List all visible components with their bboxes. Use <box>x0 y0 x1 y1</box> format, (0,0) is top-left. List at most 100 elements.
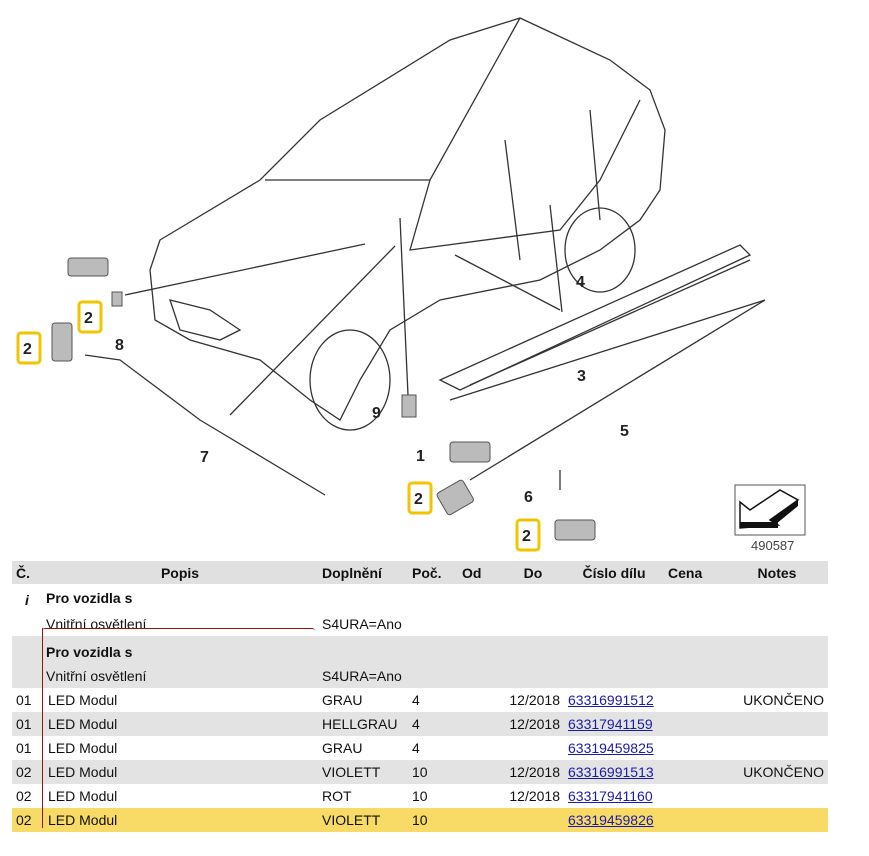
cell-qty: 4 <box>412 692 420 708</box>
info-icon: i <box>12 584 42 612</box>
cell-no: 02 <box>12 808 42 832</box>
cell-from <box>458 784 502 808</box>
part-number-link[interactable]: 63316991513 <box>568 764 654 780</box>
callout-6[interactable]: 6 <box>524 489 533 506</box>
col-notes[interactable]: Notes <box>726 561 828 584</box>
col-supplement[interactable]: Doplnění <box>318 561 408 584</box>
table-row[interactable]: 02 LED Modul ROT 10 12/2018 63317941160 <box>12 784 828 808</box>
cell-supp: VIOLETT <box>318 808 408 832</box>
image-number-icon <box>734 484 806 536</box>
cell-notes <box>726 736 828 760</box>
cell-part: 63316991513 <box>564 760 664 784</box>
col-to[interactable]: Do <box>502 561 564 584</box>
part-number-link[interactable]: 63319459826 <box>568 812 654 828</box>
group-title: Pro vozidla s <box>42 636 318 664</box>
col-from[interactable]: Od <box>458 561 502 584</box>
cell-from <box>458 760 502 784</box>
cell-qty: 10 <box>408 808 458 832</box>
group-bracket <box>42 628 315 631</box>
callout-9[interactable]: 9 <box>372 405 381 422</box>
col-no[interactable]: Č. <box>12 561 42 584</box>
cell-qty: 10 <box>412 788 428 804</box>
cell-no: 01 <box>16 692 32 708</box>
cell-desc: LED Modul <box>42 760 318 784</box>
cell-from <box>458 736 502 760</box>
table-row-partial[interactable] <box>12 832 828 856</box>
cell-no: 02 <box>16 788 32 804</box>
part-number-link[interactable]: 63317941160 <box>568 788 653 804</box>
group-bracket-line <box>42 628 43 828</box>
col-part-number[interactable]: Číslo dílu <box>564 561 664 584</box>
cell-part: 63317941159 <box>564 712 664 736</box>
cell-price <box>664 688 726 712</box>
parts-table: Č. Popis Doplnění Poč. Od Do Číslo dílu … <box>12 561 828 856</box>
callout-highlights <box>16 300 541 552</box>
cell-supp: VIOLETT <box>318 760 408 784</box>
cell-supp: GRAU <box>322 740 363 756</box>
cell-supp: HELLGRAU <box>318 712 408 736</box>
part-number-link[interactable]: 63317941159 <box>568 716 653 732</box>
cell-qty: 10 <box>408 760 458 784</box>
cell-qty: 4 <box>408 712 458 736</box>
cell-to: 12/2018 <box>502 712 564 736</box>
parts-diagram: 2 8 2 7 9 4 3 5 1 2 6 2 490587 <box>16 17 806 553</box>
callout-8[interactable]: 8 <box>115 337 124 354</box>
cell-no: 02 <box>12 760 42 784</box>
callout-7[interactable]: 7 <box>200 449 209 466</box>
col-quantity[interactable]: Poč. <box>408 561 458 584</box>
cell-from <box>458 808 502 832</box>
cell-to: 12/2018 <box>509 692 560 708</box>
callout-2[interactable]: 2 <box>23 341 32 358</box>
cell-notes: UKONČENO <box>743 692 824 708</box>
col-description[interactable]: Popis <box>42 561 318 584</box>
cell-to: 12/2018 <box>502 760 564 784</box>
part-number-link[interactable]: 63319459825 <box>568 740 654 756</box>
callout-1[interactable]: 1 <box>416 448 425 465</box>
info-description: Vnitřní osvětlení <box>42 612 318 636</box>
cell-part: 63319459825 <box>564 736 664 760</box>
cell-desc: LED Modul <box>42 712 318 736</box>
part-shapes <box>51 257 596 541</box>
cell-notes <box>726 712 828 736</box>
cell-part: 63319459826 <box>564 808 664 832</box>
info-supplement: S4URA=Ano <box>318 612 408 636</box>
cell-supp: GRAU <box>322 692 363 708</box>
cell-to <box>502 736 564 760</box>
image-number: 490587 <box>751 538 794 553</box>
callout-2[interactable]: 2 <box>414 491 423 508</box>
cell-supp: ROT <box>322 788 352 804</box>
cell-from <box>458 712 502 736</box>
cell-desc: LED Modul <box>48 788 118 804</box>
callout-4[interactable]: 4 <box>576 274 585 291</box>
callout-2[interactable]: 2 <box>84 310 93 327</box>
group-row: Pro vozidla s <box>12 636 828 664</box>
cell-to: 12/2018 <box>509 788 560 804</box>
cell-desc: LED Modul <box>48 692 118 708</box>
cell-from <box>458 688 502 712</box>
cell-notes <box>726 784 828 808</box>
cell-price <box>664 808 726 832</box>
info-title: Pro vozidla s <box>42 584 318 612</box>
cell-no: 01 <box>12 712 42 736</box>
group-supplement: S4URA=Ano <box>318 664 408 688</box>
cell-price <box>664 784 726 808</box>
part-number-link[interactable]: 63316991512 <box>568 692 654 708</box>
callout-2[interactable]: 2 <box>522 528 531 545</box>
cell-desc: LED Modul <box>48 740 118 756</box>
col-price[interactable]: Cena <box>664 561 726 584</box>
cell-price <box>664 760 726 784</box>
callout-3[interactable]: 3 <box>577 368 586 385</box>
cell-price <box>664 736 726 760</box>
table-header: Č. Popis Doplnění Poč. Od Do Číslo dílu … <box>12 561 828 584</box>
cell-part: 63317941160 <box>564 784 664 808</box>
cell-notes <box>726 808 828 832</box>
callout-5[interactable]: 5 <box>620 423 629 440</box>
table-row[interactable]: 01 LED Modul GRAU 4 12/2018 63316991512 UKONČE… <box>12 688 828 712</box>
